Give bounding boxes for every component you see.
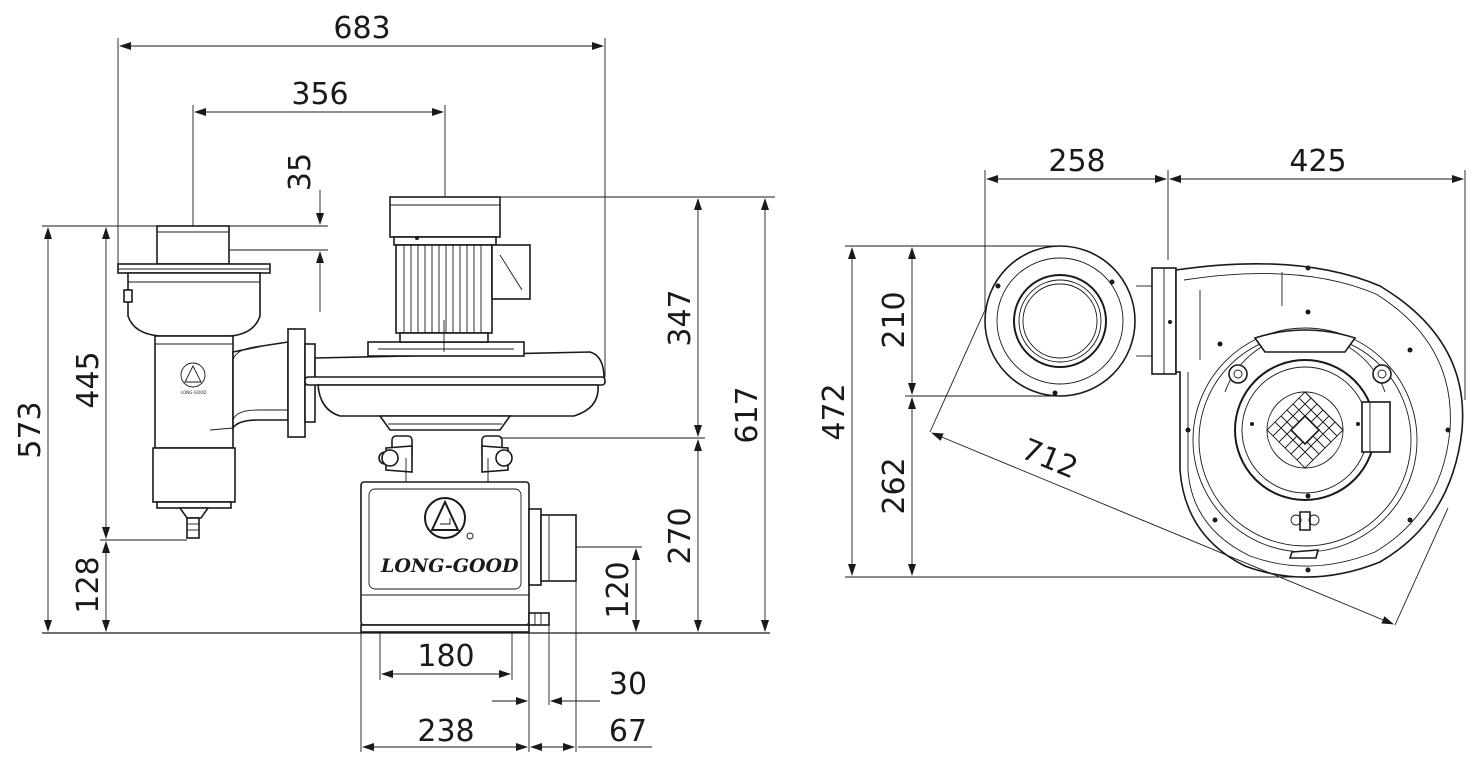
dim-35: 35 bbox=[283, 153, 318, 191]
dim-573: 573 bbox=[13, 401, 48, 458]
volute-housing bbox=[1175, 262, 1464, 578]
dim-472: 472 bbox=[817, 383, 852, 440]
fan-housing bbox=[304, 196, 606, 431]
dim-180: 180 bbox=[417, 639, 474, 674]
dim-67: 67 bbox=[609, 714, 647, 749]
dim-258: 258 bbox=[1048, 144, 1105, 179]
base-cabinet: LONG-GOOD bbox=[360, 481, 577, 633]
dim-617: 617 bbox=[730, 386, 765, 443]
front-view: LONG-GOOD bbox=[13, 11, 775, 752]
dim-210: 210 bbox=[877, 291, 912, 348]
clamp-knob-left bbox=[378, 435, 413, 473]
motor-fins bbox=[403, 245, 482, 333]
brand-logo-icon bbox=[424, 497, 466, 539]
clamp-knob-right bbox=[481, 435, 513, 473]
dim-347: 347 bbox=[663, 289, 698, 346]
dim-683: 683 bbox=[333, 11, 390, 46]
side-view: 258 425 472 210 262 712 bbox=[817, 144, 1466, 626]
dim-445: 445 bbox=[71, 351, 106, 408]
dim-238: 238 bbox=[417, 714, 474, 749]
dim-262: 262 bbox=[877, 457, 912, 514]
brand-logo-text: LONG-GOOD bbox=[380, 555, 519, 577]
dim-356: 356 bbox=[291, 77, 348, 112]
dim-120: 120 bbox=[601, 561, 636, 618]
dim-270: 270 bbox=[663, 507, 698, 564]
svg-text:LONG-GOOD: LONG-GOOD bbox=[181, 390, 206, 395]
dim-712: 712 bbox=[1016, 432, 1082, 486]
dim-425: 425 bbox=[1289, 144, 1346, 179]
collector-column: LONG-GOOD bbox=[117, 225, 316, 539]
dim-30: 30 bbox=[609, 667, 647, 702]
inlet-ring bbox=[984, 245, 1136, 397]
dim-128: 128 bbox=[71, 556, 106, 613]
